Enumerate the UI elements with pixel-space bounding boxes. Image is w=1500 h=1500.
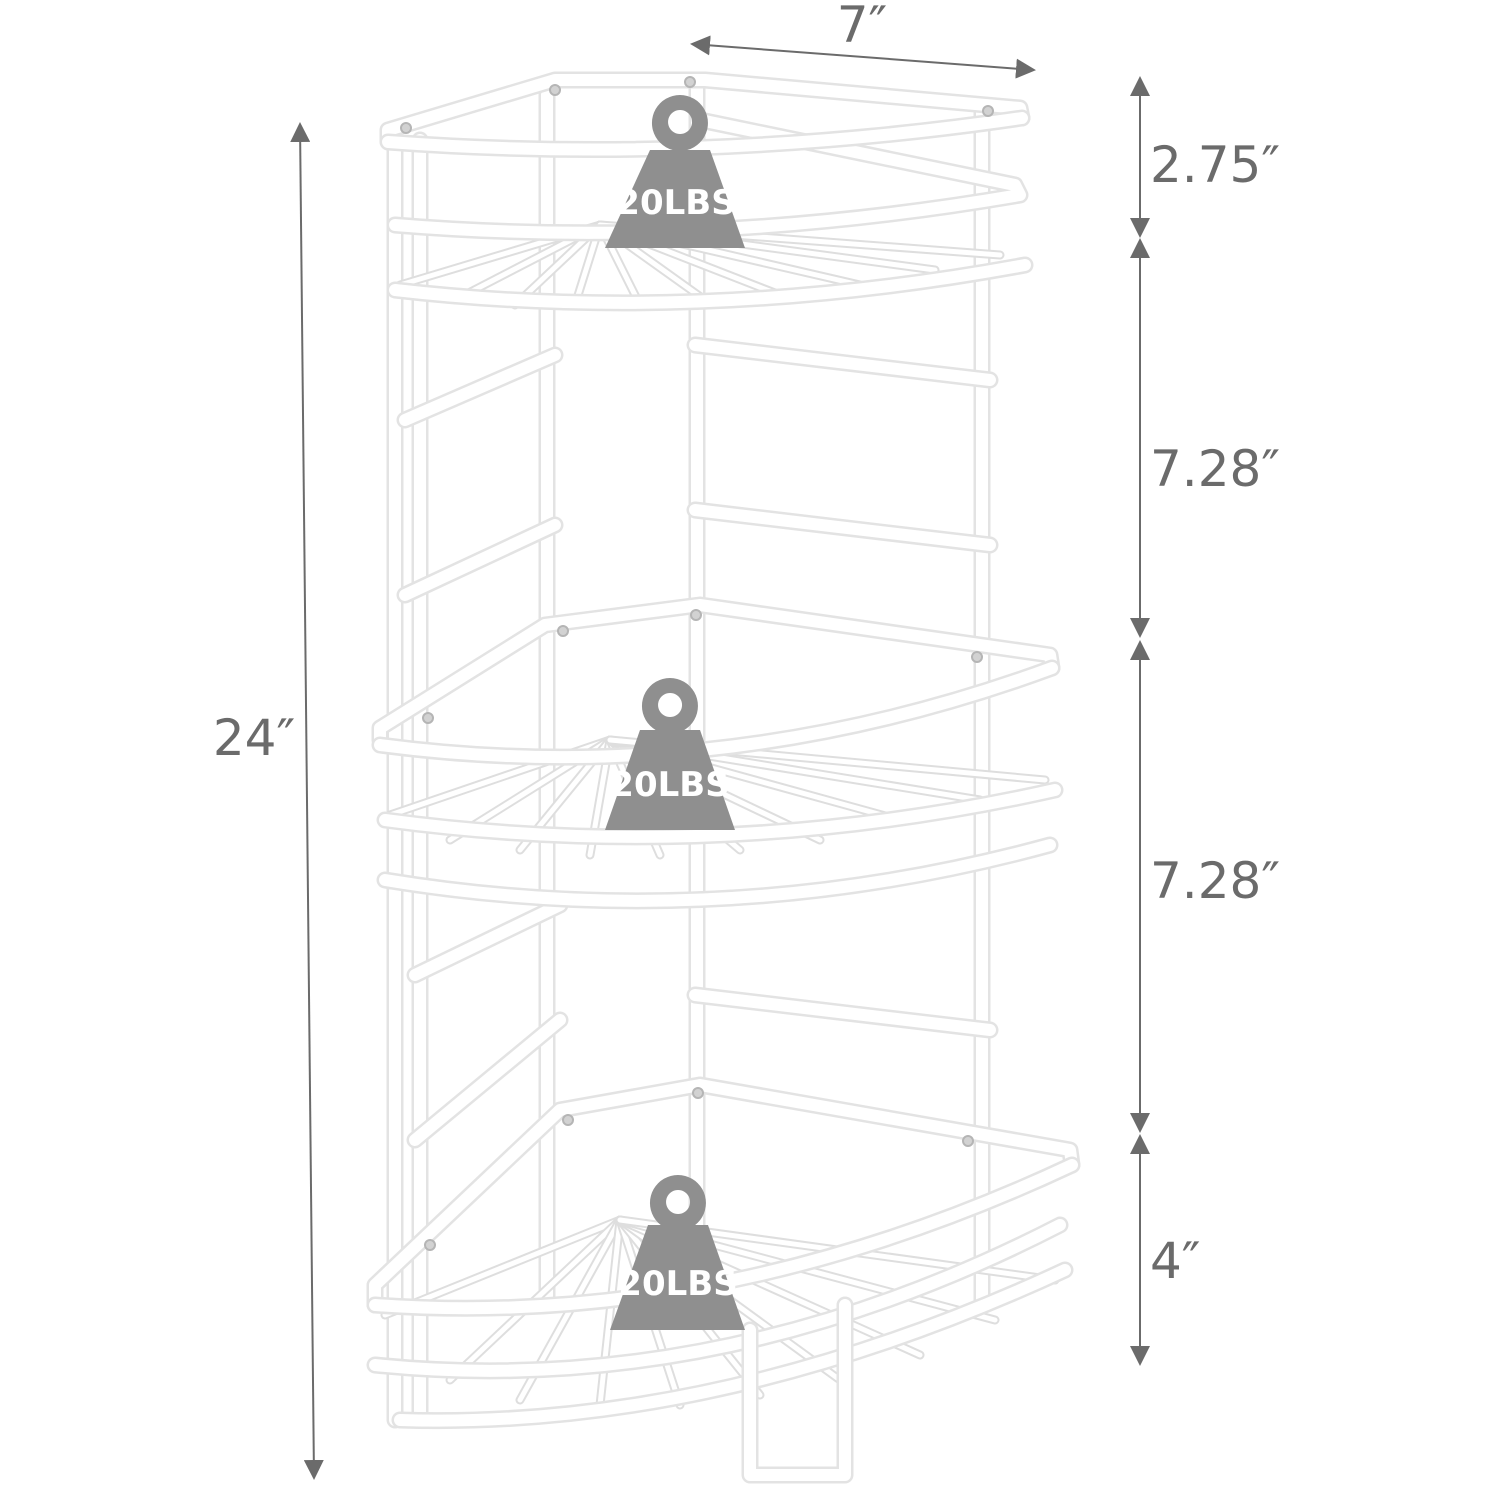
shelf-top [379,71,1034,312]
dimension-width: 7″ [690,0,1036,79]
side-bars-right [686,336,999,1039]
weight-label-bottom: 20LBS [618,1264,737,1304]
upper-spacing-label: 7.28″ [1150,440,1280,498]
weight-tag-bottom: 20LBS [610,1175,745,1330]
lower-spacing-label: 7.28″ [1150,852,1280,910]
dimension-vertical-stack: 2.75″ 7.28″ 7.28″ 4″ [1130,76,1280,1366]
width-label: 7″ [837,0,888,54]
dimension-total-height: 24″ [213,122,324,1480]
side-bars-left [396,346,569,1149]
top-gap-label: 2.75″ [1150,136,1280,194]
shelf-middle [371,596,1064,910]
weight-label-top: 20LBS [616,183,735,223]
weight-label-middle: 20LBS [610,765,729,805]
weight-tag-middle: 20LBS [605,678,735,830]
bottom-gap-label: 4″ [1150,1232,1201,1290]
weight-tag-top: 20LBS [605,95,745,248]
total-height-label: 24″ [213,709,295,767]
